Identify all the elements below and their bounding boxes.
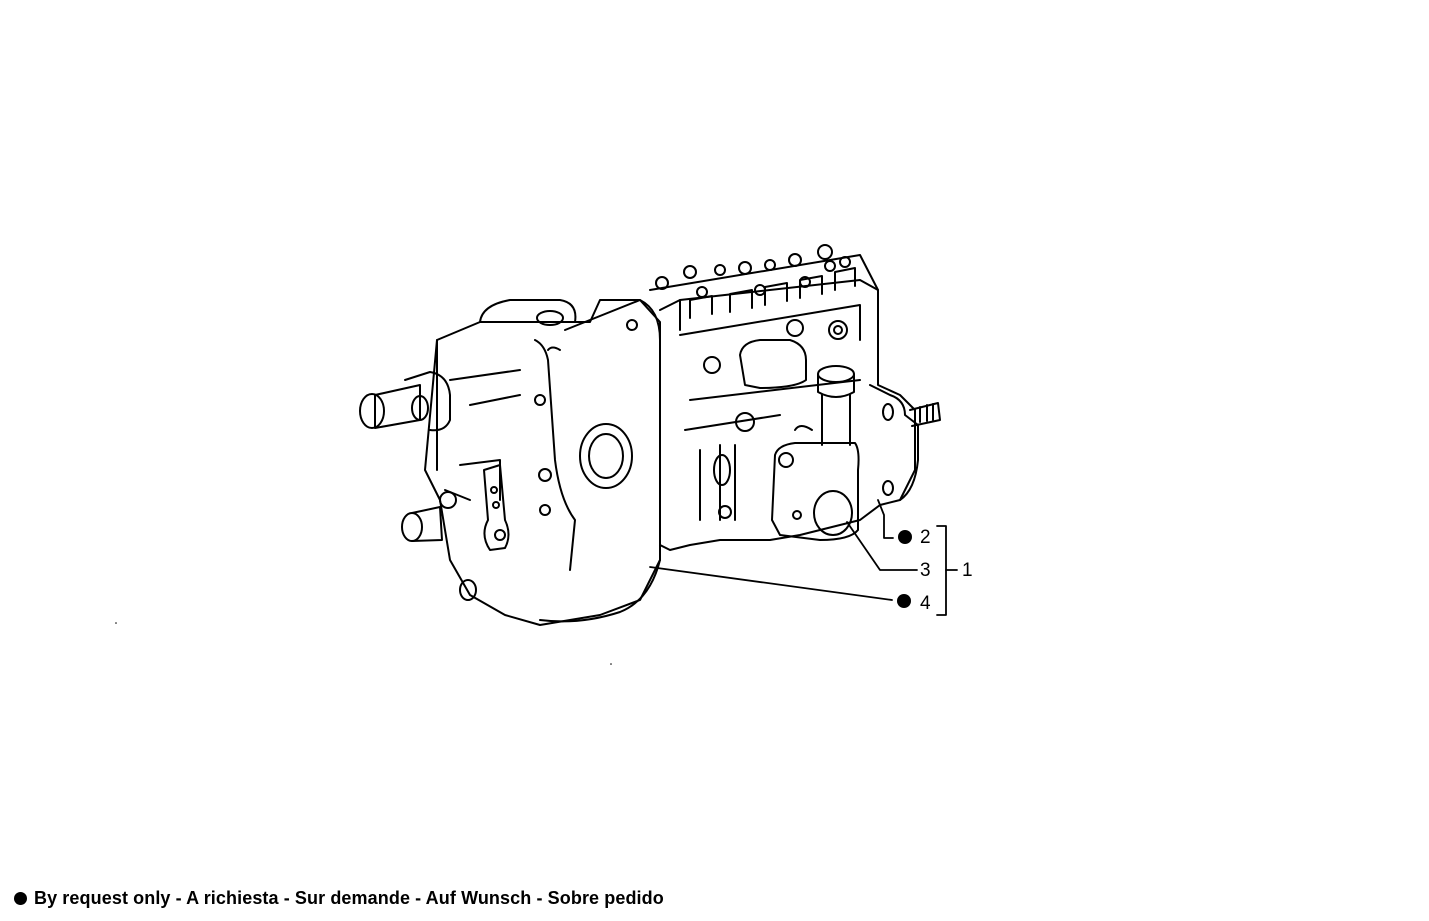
- drive-shaft: [359, 371, 451, 432]
- leader-line-4: [649, 566, 893, 601]
- control-lever: [444, 464, 510, 551]
- by-request-marker-2: [898, 530, 912, 544]
- pump-body: [659, 279, 916, 551]
- callout-3: 3: [920, 560, 931, 581]
- delivery-valve-holders: [649, 244, 879, 319]
- leader-line-2: [877, 499, 894, 539]
- callout-2: 2: [920, 527, 931, 548]
- legend: By request only - A richiesta - Sur dema…: [14, 888, 664, 909]
- assembly-bracket: [936, 525, 947, 616]
- governor-housing: [424, 299, 661, 626]
- supply-pump: [771, 365, 860, 541]
- legend-text: By request only - A richiesta - Sur dema…: [34, 888, 664, 908]
- callout-4: 4: [920, 593, 931, 614]
- by-request-dot-icon: [14, 892, 27, 905]
- right-flange: [869, 384, 941, 501]
- timing-cover: [534, 299, 661, 623]
- leader-line-3: [846, 521, 918, 571]
- callout-assembly-1: 1: [962, 560, 973, 581]
- by-request-marker-4: [897, 594, 911, 608]
- leader-lines: [649, 499, 958, 616]
- lower-left-fitting: [401, 491, 477, 601]
